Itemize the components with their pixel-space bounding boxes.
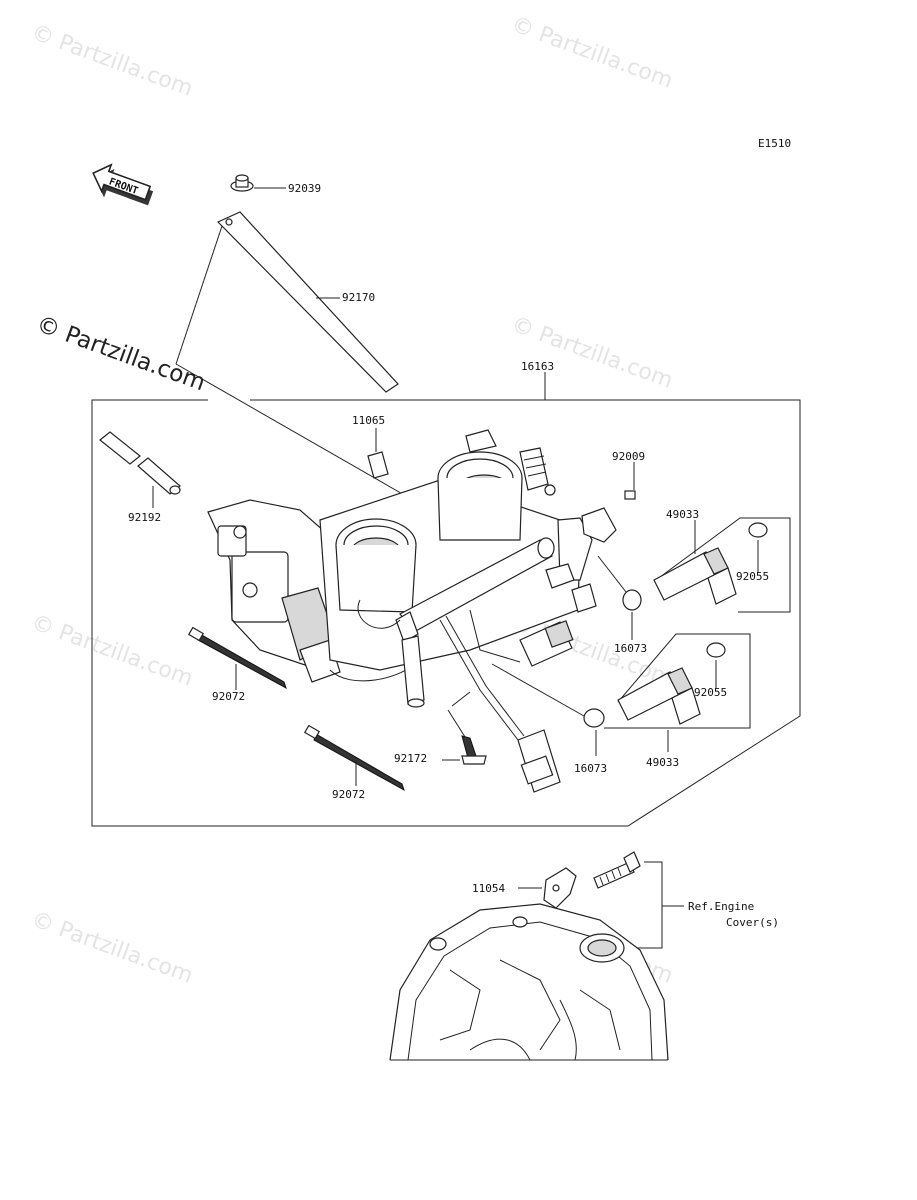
diagram-code: E1510: [758, 137, 791, 150]
part-bolt: [593, 851, 641, 889]
part-92039-grommet: [230, 174, 286, 192]
part-11054-bracket: [518, 867, 577, 909]
label-92172: 92172: [394, 752, 427, 765]
part-92170-strap: [216, 211, 399, 393]
assembly-frame-16163: [91, 372, 801, 827]
label-16163: 16163: [521, 360, 554, 373]
part-92072-cable-tie-upper: [187, 626, 287, 690]
watermark-mid-left: © Partzilla.com: [28, 610, 196, 692]
label-92072-upper: 92072: [212, 690, 245, 703]
label-11065: 11065: [352, 414, 385, 427]
ref-engine-cover-bracket: [620, 861, 684, 949]
watermark-top-right: © Partzilla.com: [508, 12, 676, 94]
engine-cover-partial: [389, 903, 669, 1061]
label-92009: 92009: [612, 450, 645, 463]
part-92172-screw: [442, 691, 487, 765]
part-92009-screw: [624, 462, 636, 500]
leader-strap-body: [175, 363, 407, 497]
front-arrow-icon: FRONT: [92, 163, 154, 206]
label-92072-lower: 92072: [332, 788, 365, 801]
part-16073-lower-seal: [491, 663, 605, 756]
throttle-body-assembly: [207, 429, 617, 793]
label-11054: 11054: [472, 882, 505, 895]
watermark-mid-right: © Partzilla.com: [508, 312, 676, 394]
label-49033-upper: 49033: [666, 508, 699, 521]
part-16073-upper-seal: [597, 555, 642, 640]
label-92055-upper: 92055: [736, 570, 769, 583]
part-11065-cap: [367, 428, 389, 479]
watermark-top-left: © Partzilla.com: [28, 20, 196, 102]
part-92072-cable-tie-lower: [303, 724, 405, 792]
injector-49033-lower: [604, 633, 751, 752]
label-92170: 92170: [342, 291, 375, 304]
label-16073-upper: 16073: [614, 642, 647, 655]
injector-49033-upper: [653, 517, 791, 613]
label-92192: 92192: [128, 511, 161, 524]
watermarks: © Partzilla.com © Partzilla.com © Partzi…: [28, 12, 676, 989]
label-49033-lower: 49033: [646, 756, 679, 769]
label-92039: 92039: [288, 182, 321, 195]
watermark-bottom-left: © Partzilla.com: [28, 907, 196, 989]
watermark-prominent: © Partzilla.com: [33, 311, 209, 396]
label-16073-lower: 16073: [574, 762, 607, 775]
part-92192-hose: [99, 431, 181, 508]
label-92055-lower: 92055: [694, 686, 727, 699]
leader-strap-left: [175, 225, 223, 365]
ref-label-line1: Ref.Engine: [688, 900, 754, 913]
ref-label-line2: Cover(s): [726, 916, 779, 929]
